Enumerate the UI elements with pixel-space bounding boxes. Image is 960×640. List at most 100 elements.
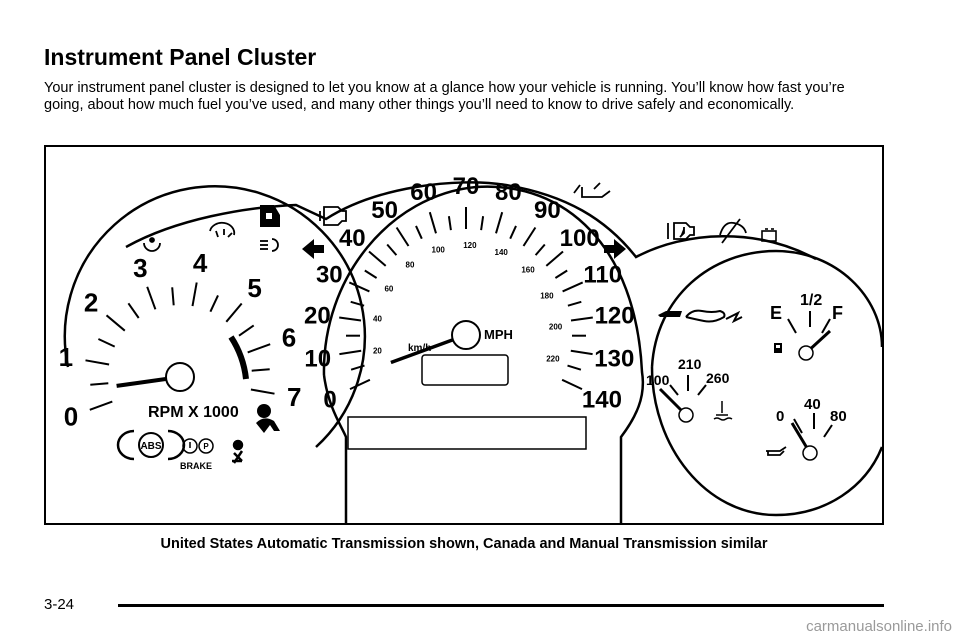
traction-off-icon <box>719 218 747 244</box>
speedometer-tick <box>570 316 593 322</box>
tachometer-tick <box>146 286 157 310</box>
fuel-hub <box>798 345 814 361</box>
fuel-empty-label: E <box>770 303 782 323</box>
temp-high-label: 260 <box>706 370 730 386</box>
oil-hub <box>802 445 818 461</box>
tachometer-label: 7 <box>287 382 301 412</box>
temp-hub <box>678 407 694 423</box>
mph-label: 40 <box>339 225 366 252</box>
fuel-icon <box>774 343 782 353</box>
right-turn-signal-icon <box>604 239 626 259</box>
parking-p-glyph: P <box>203 442 209 451</box>
kmh-label: 100 <box>432 245 446 254</box>
kmh-label: 220 <box>546 354 560 363</box>
kmh-label: 20 <box>373 347 382 356</box>
mph-label: 130 <box>594 345 634 372</box>
kmh-label: 160 <box>521 266 535 275</box>
abs-label: ABS <box>140 441 161 452</box>
tachometer-tick <box>209 294 219 313</box>
mph-label: 120 <box>595 303 635 330</box>
mph-label: 100 <box>560 225 600 252</box>
tachometer-tick <box>97 338 116 348</box>
tachometer-tick <box>250 388 275 395</box>
coolant-icon <box>713 401 733 421</box>
temp-mid-label: 210 <box>678 356 702 372</box>
speedometer-tick <box>554 269 568 279</box>
speedometer-tick <box>570 349 593 356</box>
watermark-url: carmanualsonline.info <box>806 618 952 635</box>
fuel-gauge: E 1/2 F <box>770 292 843 361</box>
speedometer-tick <box>522 226 537 247</box>
temperature-gauge: 100 210 260 <box>646 356 733 423</box>
footer-rule <box>118 604 884 607</box>
speedometer-tick <box>350 300 365 307</box>
ss-logo <box>658 309 743 324</box>
oil-mid-label: 40 <box>804 396 821 413</box>
check-gauges-icon <box>209 221 236 238</box>
speedometer-tick <box>428 211 437 234</box>
mph-label: 90 <box>534 197 561 224</box>
kmh-label: 180 <box>540 292 554 301</box>
mph-label: 50 <box>371 197 398 224</box>
fuel-half-label: 1/2 <box>800 292 822 309</box>
speedometer-tick <box>368 250 387 267</box>
mph-label: 70 <box>453 173 480 200</box>
battery-icon <box>761 228 777 242</box>
speedometer-tick <box>495 211 504 234</box>
tachometer-tick <box>251 368 270 372</box>
brake-icon: P BRAKE <box>180 438 214 471</box>
mph-label: 30 <box>316 261 343 288</box>
kmh-label: 200 <box>549 322 563 331</box>
mph-label: 140 <box>582 386 622 413</box>
kmh-label: 120 <box>463 241 477 250</box>
service-engine-icon <box>667 222 695 240</box>
mph-label: 20 <box>304 303 331 330</box>
speedometer-tick <box>339 316 362 322</box>
speedometer-tick <box>350 364 365 371</box>
speedometer-hub <box>451 320 481 350</box>
mph-unit-label: MPH <box>484 327 513 342</box>
tachometer-label: 6 <box>282 322 296 352</box>
kmh-label: 140 <box>495 248 509 257</box>
brake-label: BRAKE <box>180 461 212 471</box>
kmh-unit-label: km/h <box>408 343 431 354</box>
speedometer-tick <box>349 378 371 391</box>
speedometer-tick <box>561 378 583 391</box>
oil-tick <box>823 424 833 438</box>
fuel-tick <box>787 318 797 334</box>
temp-tick <box>697 384 707 396</box>
cluster-housing-outline <box>125 181 817 261</box>
tachometer-redline <box>228 335 249 380</box>
speedometer-tick <box>364 269 378 279</box>
oil-can-icon <box>766 446 787 456</box>
fuel-tick <box>821 318 831 334</box>
abs-icon: ABS <box>116 429 186 461</box>
page-title: Instrument Panel Cluster <box>44 44 317 70</box>
tachometer-label: 3 <box>133 253 147 283</box>
tachometer-label: 4 <box>193 248 208 278</box>
temp-low-label: 100 <box>646 372 670 388</box>
mph-label: 110 <box>583 261 622 288</box>
odometer-display <box>421 354 509 386</box>
tachometer-unit-label: RPM X 1000 <box>148 404 239 421</box>
kmh-label: 80 <box>406 261 415 270</box>
speedometer-tick <box>395 226 410 247</box>
airbag-icon <box>256 404 280 433</box>
speedometer-tick <box>534 243 546 256</box>
security-light-icon <box>143 237 161 252</box>
speedometer-tick <box>415 225 423 240</box>
speedometer-tick <box>386 243 398 256</box>
tachometer-label: 0 <box>64 402 78 432</box>
message-center <box>347 416 587 450</box>
oil-high-label: 80 <box>830 408 847 425</box>
tachometer-tick <box>225 302 243 323</box>
fuel-full-label: F <box>832 303 843 323</box>
tachometer-tick <box>89 400 113 411</box>
tachometer-tick <box>105 314 126 332</box>
tachometer-tick <box>191 282 198 307</box>
tachometer-label: 1 <box>59 342 73 372</box>
speedometer-tick <box>509 225 517 240</box>
